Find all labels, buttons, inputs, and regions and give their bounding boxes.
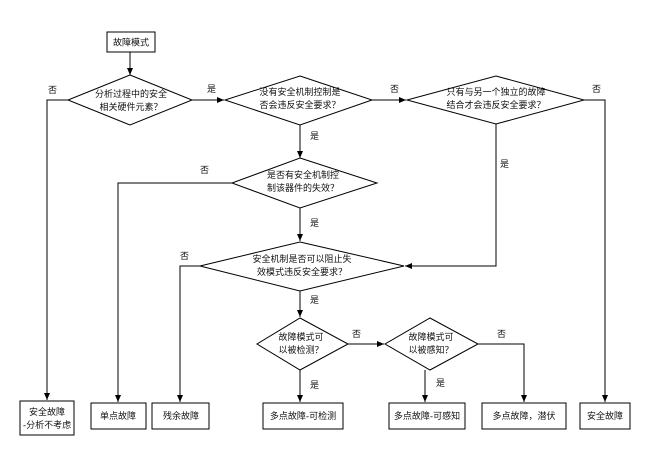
outcome-o4: 多点故障-可检测	[262, 402, 344, 430]
outcome-o4-line-1: 多点故障-可检测	[270, 410, 336, 422]
outcome-o6-line-1: 多点故障，潜伏	[492, 410, 555, 422]
decision-d6: 故障模式可 以被检测？	[256, 317, 350, 371]
decision-d7: 故障模式可 以被感知？	[384, 317, 480, 371]
edge-d1-no-to-o1	[44, 99, 68, 400]
decision-d5-line-1: 安全机制是否可以阻止失	[252, 253, 351, 265]
decision-d3: 只有与另一个独立的故障 结合才会违反安全要求？	[405, 75, 586, 125]
connectors	[44, 52, 608, 402]
decision-d6-line-2: 以被检测？	[278, 344, 323, 356]
decision-d1-line-2: 相关硬件元素？	[99, 101, 162, 113]
decision-d3-line-2: 结合才会违反安全要求？	[446, 99, 545, 111]
outcome-o3-line-1: 残余故障	[163, 410, 199, 422]
decision-d1: 分析过程中的安全 相关硬件元素？	[66, 74, 194, 126]
outcome-o2-line-1: 单点故障	[100, 410, 136, 422]
label-d2-no: 否	[390, 84, 399, 95]
outcome-o2: 单点故障	[90, 402, 147, 430]
decision-d3-line-1: 只有与另一个独立的故障	[446, 86, 545, 98]
label-d7-no: 否	[497, 329, 506, 340]
edge-d5-no-to-o3	[177, 265, 200, 402]
label-d1-yes: 是	[207, 84, 216, 95]
outcome-o7-line-1: 安全故障	[587, 410, 623, 422]
label-d7-yes: 是	[436, 378, 445, 389]
outcome-o1-line-1: 安全故障	[29, 406, 65, 418]
start-label: 故障模式	[113, 37, 149, 49]
outcome-o7: 安全故障	[579, 402, 631, 430]
label-d4-yes: 是	[310, 218, 319, 229]
decision-d2: 没有安全机制控制是 否会违反安全要求？	[223, 75, 374, 126]
label-d3-no: 否	[592, 84, 601, 95]
label-d3-yes: 是	[500, 159, 509, 170]
edge-labels: 否 是 否 是 否 是 否 是 否 是 否 是 是 否	[48, 84, 601, 391]
decision-d2-line-1: 没有安全机制控制是	[259, 86, 340, 98]
label-d6-no: 否	[352, 329, 361, 340]
decision-d5: 安全机制是否可以阻止失 效模式违反安全要求？	[199, 241, 405, 292]
label-d4-no: 否	[200, 165, 209, 176]
outcome-o5-line-1: 多点故障-可感知	[394, 410, 460, 422]
label-d5-yes: 是	[310, 295, 319, 306]
decision-d5-line-2: 效模式违反安全要求？	[257, 266, 347, 278]
decision-d2-line-2: 否会违反安全要求？	[259, 99, 340, 111]
decision-d4-line-1: 是否有安全机制控	[267, 169, 339, 181]
decision-d7-line-2: 以被感知？	[408, 344, 453, 356]
decision-d7-line-1: 故障模式可	[408, 331, 453, 343]
outcome-o3: 残余故障	[151, 402, 210, 430]
label-d1-no: 否	[48, 85, 57, 96]
decision-d4-line-2: 制该器件的失效？	[267, 182, 339, 194]
edge-d3-yes-to-d5	[405, 124, 497, 269]
label-d2-yes: 是	[310, 131, 319, 142]
outcome-o6: 多点故障，潜伏	[481, 402, 567, 430]
decision-d1-line-1: 分析过程中的安全	[95, 88, 167, 100]
edge-d3-no-to-o7	[584, 99, 608, 402]
edge-d7-no-to-o6	[478, 343, 527, 402]
outcome-o1: 安全故障 -分析不考虑	[19, 400, 75, 436]
label-d6-yes: 是	[310, 380, 319, 391]
outcome-o5: 多点故障-可感知	[388, 402, 466, 430]
start-node: 故障模式	[106, 31, 156, 53]
edge-d4-no-to-o2	[115, 182, 232, 402]
outcome-o1-line-2: -分析不考虑	[23, 419, 71, 431]
decision-d4: 是否有安全机制控 制该器件的失效？	[230, 157, 379, 209]
label-d5-no: 否	[180, 251, 189, 262]
decision-d6-line-1: 故障模式可	[278, 331, 323, 343]
